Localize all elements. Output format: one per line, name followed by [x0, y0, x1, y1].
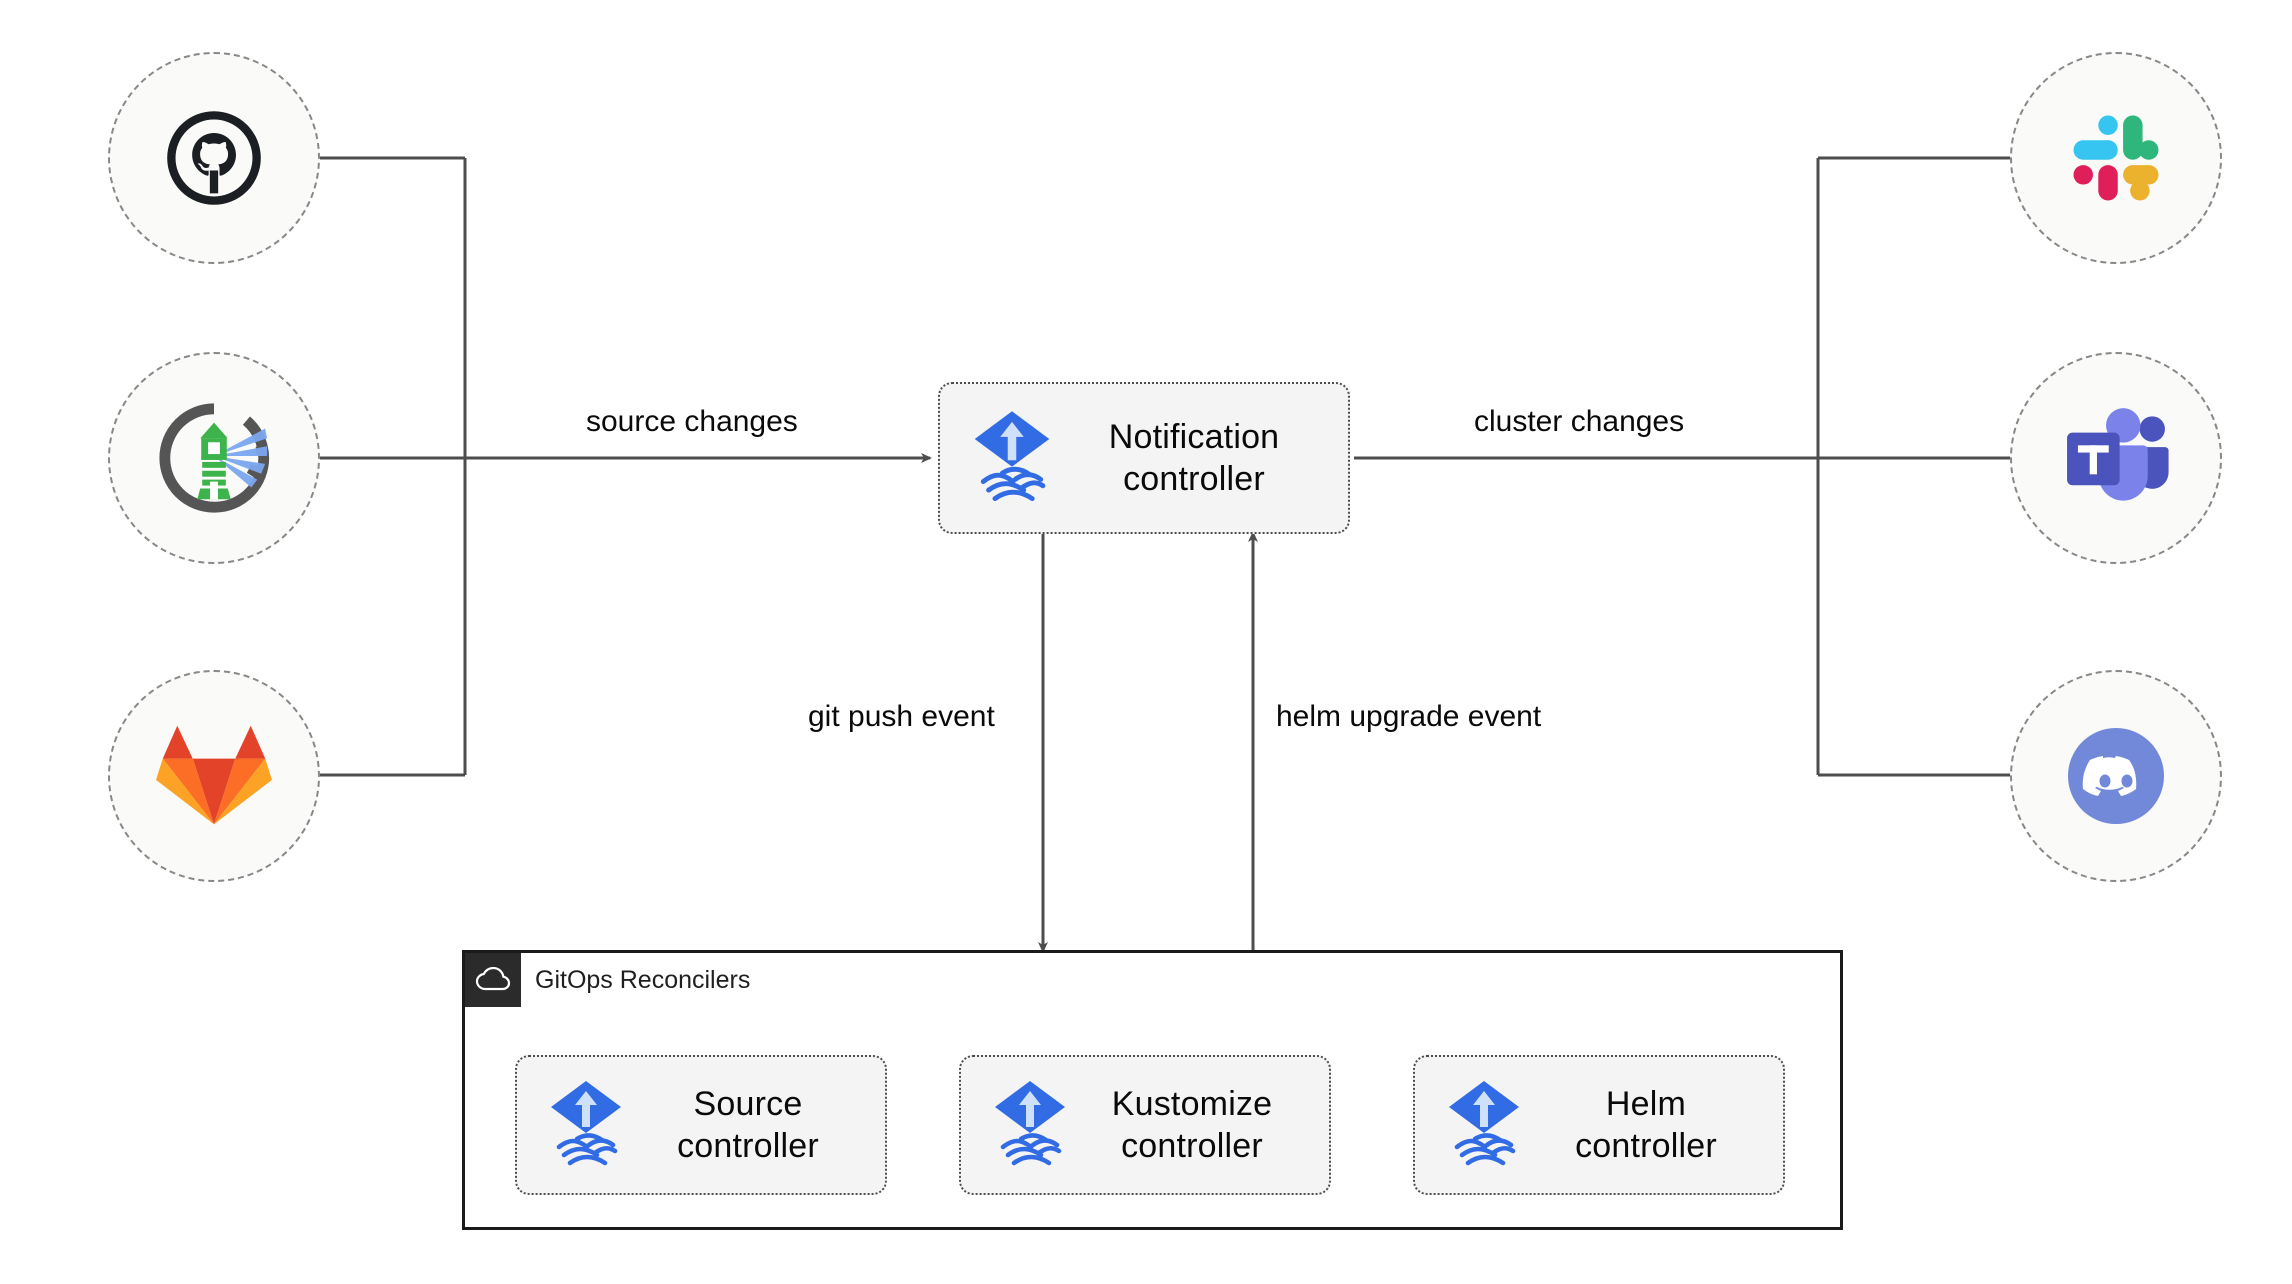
- controller-label-line2: controller: [1121, 1127, 1263, 1165]
- flux-controller-icon: [547, 1077, 625, 1174]
- notification-controller-line2: controller: [1123, 460, 1265, 498]
- gitlab-icon: [156, 725, 272, 825]
- edge-label-source-changes: source changes: [578, 405, 806, 439]
- destination-node-teams[interactable]: [2010, 352, 2222, 564]
- controller-label-line2: controller: [677, 1127, 819, 1165]
- controller-box-helm[interactable]: Helm controller: [1413, 1055, 1785, 1195]
- controller-label-line2: controller: [1575, 1127, 1717, 1165]
- container-title: GitOps Reconcilers: [535, 965, 751, 994]
- gitops-reconcilers-container: GitOps Reconcilers: [462, 950, 1843, 1230]
- controller-label-line1: Helm: [1605, 1085, 1687, 1123]
- controller-box-kustomize[interactable]: Kustomize controller: [959, 1055, 1331, 1195]
- cloud-icon: [465, 953, 521, 1007]
- notification-controller-box[interactable]: Notification controller: [938, 382, 1350, 534]
- github-icon: [167, 111, 261, 205]
- controller-label-kustomize: Kustomize controller: [1069, 1083, 1329, 1167]
- container-header: GitOps Reconcilers: [465, 953, 750, 1007]
- controller-label-line1: Kustomize: [1111, 1085, 1273, 1123]
- controller-label-line1: Source: [693, 1085, 803, 1123]
- source-node-flux[interactable]: [108, 352, 320, 564]
- edge-label-helm-upgrade-event: helm upgrade event: [1268, 700, 1550, 734]
- source-node-github[interactable]: [108, 52, 320, 264]
- ms-teams-icon: [2067, 408, 2169, 501]
- controller-label-source: Source controller: [625, 1083, 885, 1167]
- edge-label-git-push-event: git push event: [800, 700, 1003, 734]
- edge-label-cluster-changes: cluster changes: [1466, 405, 1693, 439]
- discord-icon: [2068, 728, 2164, 824]
- flux-controller-icon: [991, 1077, 1069, 1174]
- destination-node-slack[interactable]: [2010, 52, 2222, 264]
- controller-box-source[interactable]: Source controller: [515, 1055, 887, 1195]
- notification-controller-line1: Notification: [1108, 418, 1280, 456]
- controller-label-helm: Helm controller: [1523, 1083, 1783, 1167]
- flux-lighthouse-icon: [159, 403, 270, 513]
- destination-node-discord[interactable]: [2010, 670, 2222, 882]
- slack-icon: [2073, 115, 2159, 201]
- notification-controller-label: Notification controller: [1054, 416, 1348, 500]
- flux-controller-icon: [970, 407, 1054, 510]
- flux-controller-icon: [1445, 1077, 1523, 1174]
- source-node-gitlab[interactable]: [108, 670, 320, 882]
